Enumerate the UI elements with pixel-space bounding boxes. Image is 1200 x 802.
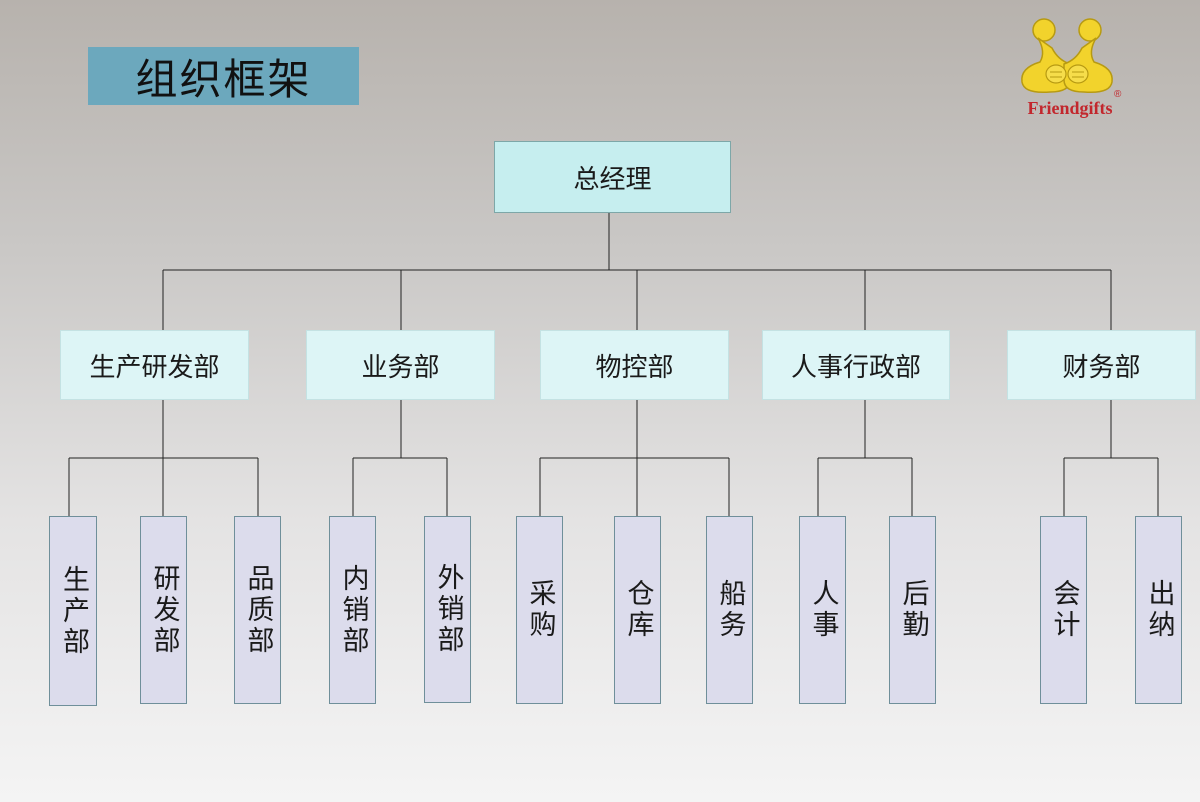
subunit-label: 采购 bbox=[524, 579, 556, 641]
subunit-node: 研发部 bbox=[140, 516, 187, 704]
brand-name: Friendgifts bbox=[1027, 98, 1113, 118]
subunit-label: 后勤 bbox=[897, 579, 929, 641]
dept-finance: 财务部 bbox=[1007, 330, 1196, 400]
thumbs-up-logo-icon bbox=[1021, 18, 1113, 94]
subunit-node: 人事 bbox=[799, 516, 846, 704]
registered-mark: ® bbox=[1114, 89, 1122, 100]
subunit-node: 品质部 bbox=[234, 516, 281, 704]
subunit-label: 生产部 bbox=[58, 564, 89, 658]
friendgifts-logo: ® Friendgifts bbox=[1010, 12, 1140, 122]
subunit-label: 仓库 bbox=[622, 579, 654, 641]
subunit-node: 采购 bbox=[516, 516, 563, 704]
subunit-node: 生产部 bbox=[49, 516, 97, 706]
subunit-node: 后勤 bbox=[889, 516, 936, 704]
subunit-label: 外销部 bbox=[432, 563, 464, 656]
subunit-node: 仓库 bbox=[614, 516, 661, 704]
subunit-label: 出纳 bbox=[1143, 579, 1175, 641]
dept-hr-admin: 人事行政部 bbox=[762, 330, 950, 400]
subunit-label: 会计 bbox=[1048, 579, 1080, 641]
subunit-node: 出纳 bbox=[1135, 516, 1182, 704]
subunit-label: 人事 bbox=[807, 579, 839, 641]
general-manager-node: 总经理 bbox=[494, 141, 731, 213]
subunit-node: 内销部 bbox=[329, 516, 376, 704]
subunit-label: 内销部 bbox=[337, 563, 369, 657]
subunit-label: 船务 bbox=[714, 579, 746, 641]
dept-business: 业务部 bbox=[306, 330, 495, 400]
subunit-label: 品质部 bbox=[242, 563, 274, 657]
subunit-node: 会计 bbox=[1040, 516, 1087, 704]
subunit-node: 外销部 bbox=[424, 516, 471, 703]
subunit-label: 研发部 bbox=[148, 563, 180, 657]
dept-production-rd: 生产研发部 bbox=[60, 330, 249, 400]
dept-material-control: 物控部 bbox=[540, 330, 729, 400]
page-title: 组织框架 bbox=[88, 47, 359, 105]
subunit-node: 船务 bbox=[706, 516, 753, 704]
